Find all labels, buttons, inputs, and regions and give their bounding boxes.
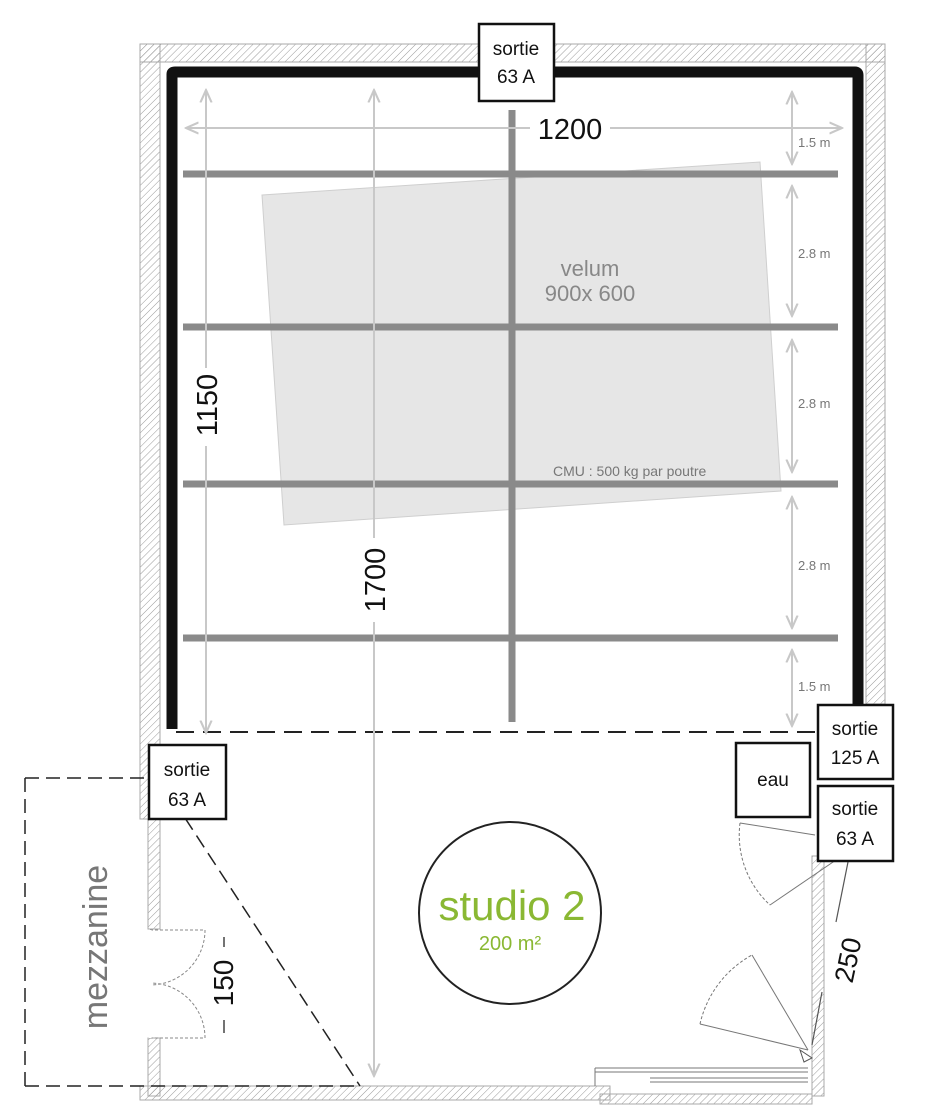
wall-right-upper (865, 43, 886, 705)
velum-size: 900x 600 (545, 281, 636, 306)
outlet-right-125-label: sortie (832, 719, 878, 740)
dimension-height-1700: 1700 (360, 548, 392, 613)
outlet-top-label: sortie (493, 39, 539, 60)
water-point: eau (734, 741, 812, 819)
wall-right-lower (811, 855, 825, 1097)
studio-badge: studio 2 200 m² (418, 821, 602, 1005)
wall-left-upper (139, 43, 161, 820)
spacing-labels: 1.5 m 2.8 m 2.8 m 2.8 m 1.5 m (798, 135, 831, 694)
studio-circle (418, 821, 602, 1005)
wall-bottom-left (139, 1085, 611, 1101)
outlet-top: sortie 63 A (477, 22, 556, 103)
cmu-note: CMU : 500 kg par poutre (553, 463, 707, 479)
studio-area: 200 m² (479, 933, 542, 955)
wall-bottom-right (599, 1093, 813, 1105)
outlet-left-amp: 63 A (168, 790, 206, 811)
outlet-top-amp: 63 A (497, 67, 535, 88)
dimension-mezzanine-150: 150 (208, 960, 239, 1007)
left-double-door (148, 929, 206, 1039)
outlet-right-125-amp: 125 A (831, 748, 880, 769)
mezzanine-area (24, 777, 361, 1087)
water-label: eau (757, 770, 789, 791)
spacing-label-4: 2.8 m (798, 558, 831, 573)
dimension-lines (186, 90, 842, 1076)
bottom-window (594, 1067, 808, 1086)
spacing-label-5: 1.5 m (798, 679, 831, 694)
outlet-right-63-amp: 63 A (836, 829, 874, 850)
dimension-width-1200: 1200 (538, 114, 603, 146)
outlet-right-63: sortie 63 A (816, 784, 895, 863)
dimension-height-1150: 1150 (192, 374, 224, 436)
studio-name: studio 2 (438, 882, 585, 929)
outlet-left-label: sortie (164, 760, 210, 781)
wall-left-lower-a (147, 818, 161, 930)
spacing-label-3: 2.8 m (798, 396, 831, 411)
mezzanine-label: mezzanine (77, 865, 115, 1029)
outlet-right-125: sortie 125 A (816, 703, 895, 781)
right-doors (699, 822, 837, 1063)
spacing-label-1: 1.5 m (798, 135, 831, 150)
building-walls (139, 43, 886, 1105)
outlet-left: sortie 63 A (147, 743, 228, 821)
dimension-door-250: 250 (829, 935, 868, 985)
outlet-right-63-label: sortie (832, 799, 878, 820)
velum-label: velum (561, 256, 620, 281)
spacing-label-2: 2.8 m (798, 246, 831, 261)
beams (183, 110, 838, 722)
